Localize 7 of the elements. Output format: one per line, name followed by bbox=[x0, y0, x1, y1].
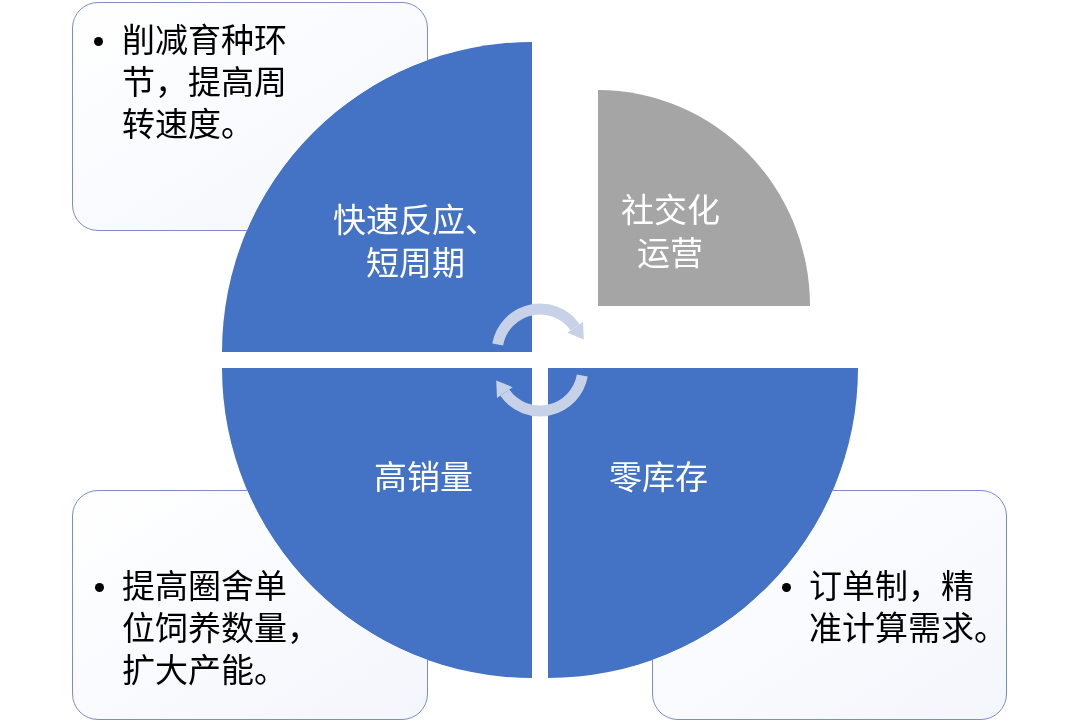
quadrant-label: 社交化运营 bbox=[620, 190, 720, 275]
callout-text: 削减育种环节，提高周转速度。 bbox=[122, 20, 287, 146]
quadrant-label: 高销量 bbox=[373, 457, 473, 499]
quadrant-label: 快速反应、短周期 bbox=[332, 200, 498, 285]
quadrant-label: 零库存 bbox=[608, 457, 708, 499]
callout-text: 订单制，精准计算需求。 bbox=[809, 566, 1007, 650]
callout-text: 提高圈舍单位饲养数量，扩大产能。 bbox=[122, 566, 320, 692]
